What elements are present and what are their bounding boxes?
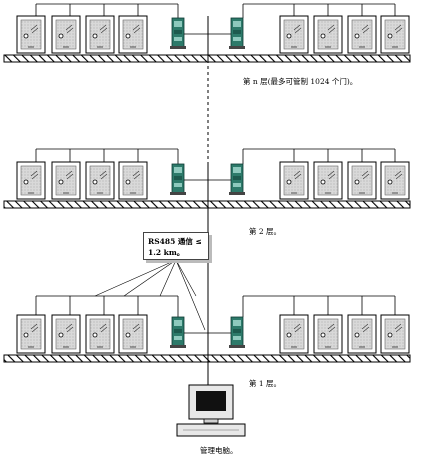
management-pc-label: 管理电脑。 xyxy=(200,446,238,455)
door-icon xyxy=(279,15,309,54)
door-icon xyxy=(51,314,81,354)
pointer-line xyxy=(123,259,177,297)
door-icon xyxy=(16,15,46,54)
door-icon xyxy=(313,161,343,200)
callout-line-2: 1.2 km。 xyxy=(148,248,185,257)
floor-bar xyxy=(3,54,411,63)
door-icon xyxy=(380,314,410,354)
rs485-callout-box: RS485 通信 ≤ 1.2 km。 xyxy=(143,232,209,260)
door-icon xyxy=(380,161,410,200)
computer-icon xyxy=(176,384,246,437)
monitor-stand xyxy=(203,418,219,424)
pointer-line xyxy=(175,259,206,331)
door-icon xyxy=(85,314,115,354)
floor-group xyxy=(3,295,411,363)
right-wiring xyxy=(242,295,396,317)
controller-icon xyxy=(170,316,186,348)
door-icon xyxy=(347,161,377,200)
door-icon xyxy=(118,314,148,354)
pointer-line xyxy=(94,259,177,297)
floor-bar xyxy=(3,354,411,363)
callout-line-1: RS485 通信 ≤ xyxy=(148,237,202,246)
left-wiring xyxy=(35,295,179,317)
door-icon xyxy=(118,161,148,200)
callout-pointer-lines xyxy=(94,259,206,331)
door-icon xyxy=(279,161,309,200)
floor-bar xyxy=(3,200,411,209)
door-icon xyxy=(16,161,46,200)
monitor-screen xyxy=(196,391,226,411)
floor-group xyxy=(3,148,411,209)
door-icon xyxy=(313,314,343,354)
controller-icon xyxy=(229,163,245,195)
door-icon xyxy=(380,15,410,54)
door-icon xyxy=(51,15,81,54)
door-icon xyxy=(85,15,115,54)
controller-icon xyxy=(170,163,186,195)
door-icon xyxy=(85,161,115,200)
door-icon xyxy=(16,314,46,354)
pointer-line xyxy=(159,259,177,297)
door-icon xyxy=(313,15,343,54)
left-wiring xyxy=(35,148,179,164)
controller-icon xyxy=(229,17,245,49)
right-wiring xyxy=(242,148,396,164)
door-icon xyxy=(347,314,377,354)
door-icon xyxy=(118,15,148,54)
floor-2-label: 第 2 层。 xyxy=(249,227,282,236)
floor-n-label: 第 n 层(最多可管制 1024 个门)。 xyxy=(243,77,358,86)
door-icon xyxy=(347,15,377,54)
controller-icon xyxy=(170,17,186,49)
right-wiring xyxy=(242,3,396,18)
door-icon xyxy=(279,314,309,354)
floor-1-label: 第 1 层。 xyxy=(249,379,282,388)
pointer-line xyxy=(175,259,197,297)
controller-icon xyxy=(229,316,245,348)
left-wiring xyxy=(35,3,179,18)
floor-group xyxy=(3,3,411,63)
door-icon xyxy=(51,161,81,200)
